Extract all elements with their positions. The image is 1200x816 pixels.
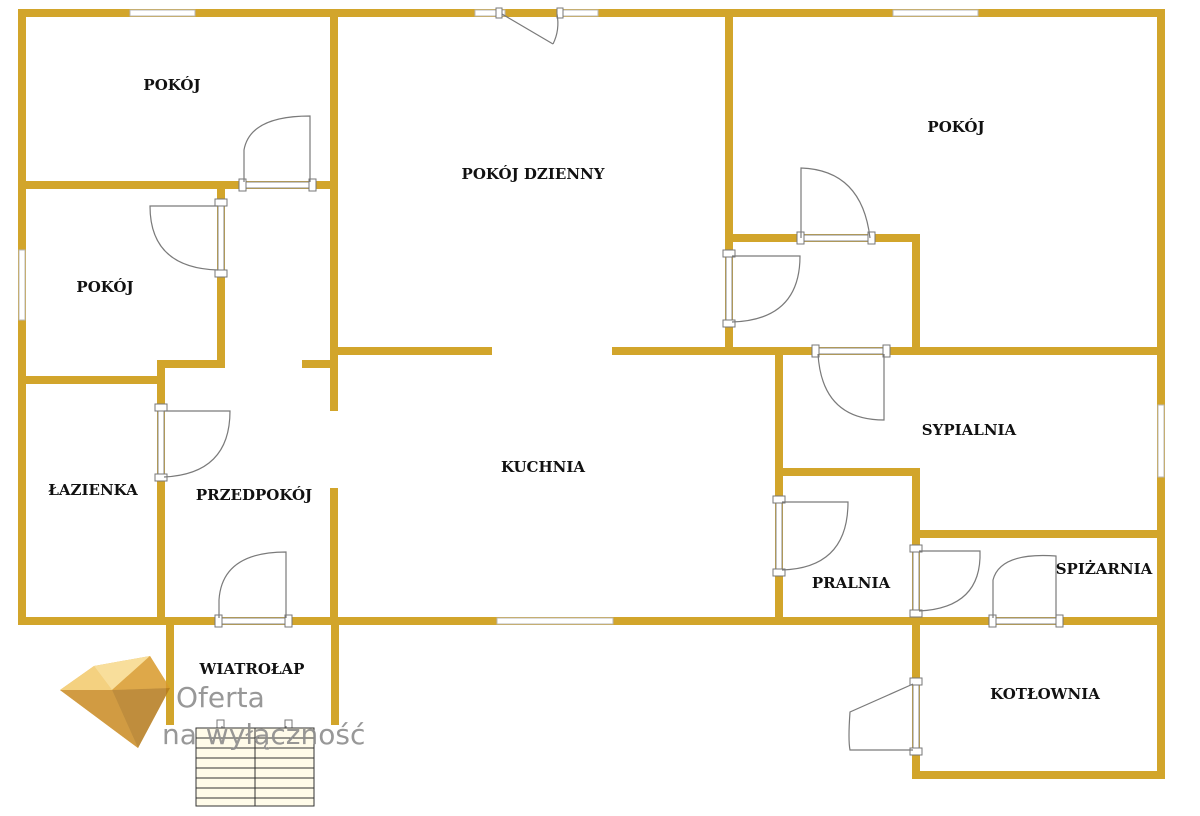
walls	[18, 9, 1165, 779]
room-label-pokoj-2: POKÓJ	[927, 118, 984, 136]
room-label-pokoj-1: POKÓJ	[143, 76, 200, 94]
room-label-spizarnia: SPIŻARNIA	[1056, 559, 1153, 578]
room-label-lazienka: ŁAZIENKA	[48, 481, 138, 499]
room-label-kuchnia: KUCHNIA	[501, 458, 585, 476]
watermark-line-2: na wyłączność	[162, 718, 365, 751]
doors	[149, 7, 1064, 797]
diamond-logo-icon	[60, 656, 170, 748]
room-label-pokoj-3: POKÓJ	[76, 278, 133, 296]
watermark-line-1: Oferta	[176, 681, 265, 714]
windows	[18, 9, 1165, 625]
room-label-pokoj-dzienny: POKÓJ DZIENNY	[462, 165, 605, 183]
room-label-sypialnia: SYPIALNIA	[922, 421, 1017, 439]
room-label-przedpokoj: PRZEDPOKÓJ	[196, 486, 312, 504]
watermark: Oferta na wyłączność	[60, 656, 365, 751]
entrance-stairs	[195, 727, 315, 807]
room-label-pralnia: PRALNIA	[812, 574, 891, 592]
room-label-wiatrolap: WIATROŁAP	[199, 660, 305, 678]
room-label-kotlownia: KOTŁOWNIA	[990, 685, 1100, 703]
room-labels: POKÓJ POKÓJ DZIENNY POKÓJ POKÓJ ŁAZIENKA…	[48, 76, 1152, 703]
